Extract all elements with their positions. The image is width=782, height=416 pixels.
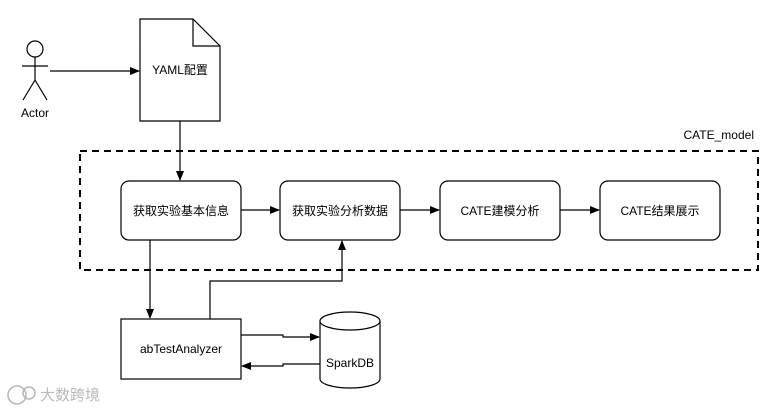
group-label: CATE_model [684,128,754,142]
yaml-document [139,18,221,122]
step-label: CATE结果展示 [620,204,699,218]
actor-label: Actor [21,106,49,120]
step-label: 获取实验基本信息 [133,203,229,218]
process-step: CATE建模分析 [439,180,561,241]
analyzer-box [120,318,242,380]
database-icon [319,311,381,389]
edge-analyzer-to-step2 [209,240,346,319]
edge-db-to-analyzer [241,362,320,370]
process-step: 获取实验分析数据 [279,180,401,241]
document-label: YAML配置 [152,63,208,77]
cate-model-group [79,150,759,271]
edge-analyzer-to-db [241,333,320,341]
analyzer-label: abTestAnalyzer [140,342,222,356]
step-label: CATE建模分析 [460,204,539,218]
actor-icon [22,40,48,101]
process-step: 获取实验基本信息 [120,180,242,241]
process-step: CATE结果展示 [599,180,721,241]
watermark-logo-icon [7,385,36,405]
document-fold-icon [192,19,220,47]
database-label: SparkDB [326,356,374,370]
step-label: 获取实验分析数据 [292,203,388,218]
watermark-text: 大数跨境 [40,386,100,404]
